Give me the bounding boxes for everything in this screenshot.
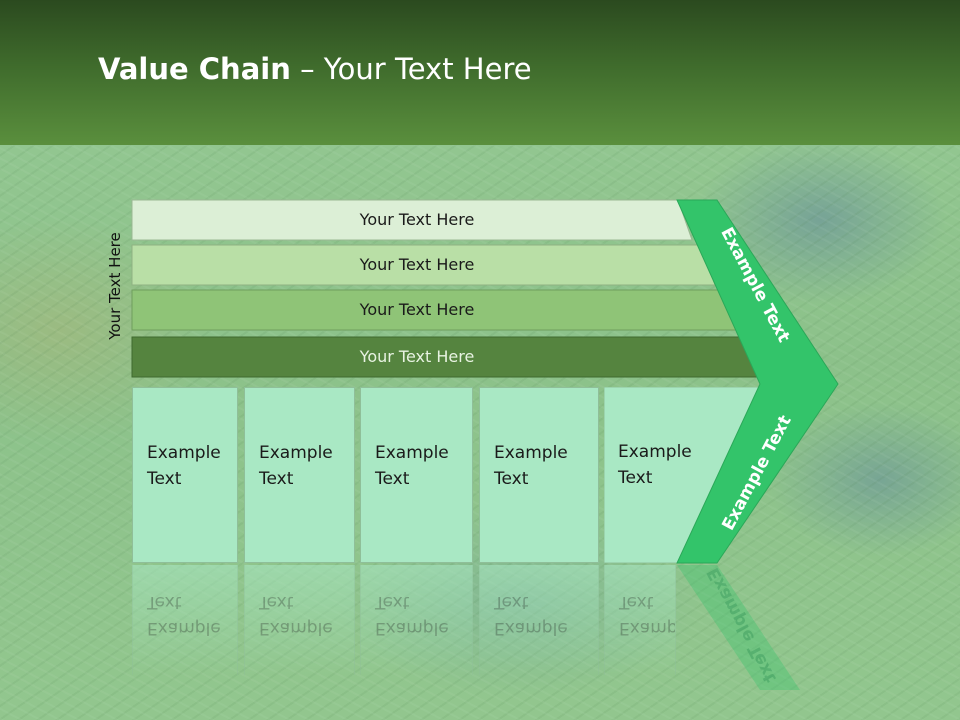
column-1: Example Text [132,387,238,563]
column-4-reflection: Example Text [479,565,599,675]
column-3-reflection: Example Text [360,565,473,675]
column-5: Example Text [604,387,764,563]
column-5-reflection: Example Text [604,565,676,675]
slide-title: Value Chain – Your Text Here [98,52,532,86]
column-2: Example Text [244,387,355,563]
band-1-label: Your Text Here [359,210,475,229]
column-1-reflection-text: Example Text [147,592,221,638]
column-5-text: Example Text [618,442,692,488]
column-4-reflection-text: Example Text [494,592,568,638]
band-4-label: Your Text Here [359,347,475,366]
title-bold: Value Chain [98,52,291,86]
column-1-text: Example Text [147,443,221,489]
column-4-text: Example Text [494,443,568,489]
band-2-label: Your Text Here [359,255,475,274]
column-2-reflection-text: Example Text [259,592,333,638]
column-3: Example Text [360,387,473,563]
column-1-reflection: Example Text [132,565,238,675]
header-bar: Value Chain – Your Text Here [0,0,960,145]
column-2-text: Example Text [259,443,333,489]
column-5-reflection-text: Example Text [619,592,676,638]
column-3-reflection-text: Example Text [375,592,449,638]
column-2-reflection: Example Text [244,565,355,675]
title-rest: – Your Text Here [290,52,532,86]
side-label: Your Text Here [106,232,124,340]
column-3-text: Example Text [375,443,449,489]
band-3-label: Your Text Here [359,300,475,319]
column-4: Example Text [479,387,599,563]
